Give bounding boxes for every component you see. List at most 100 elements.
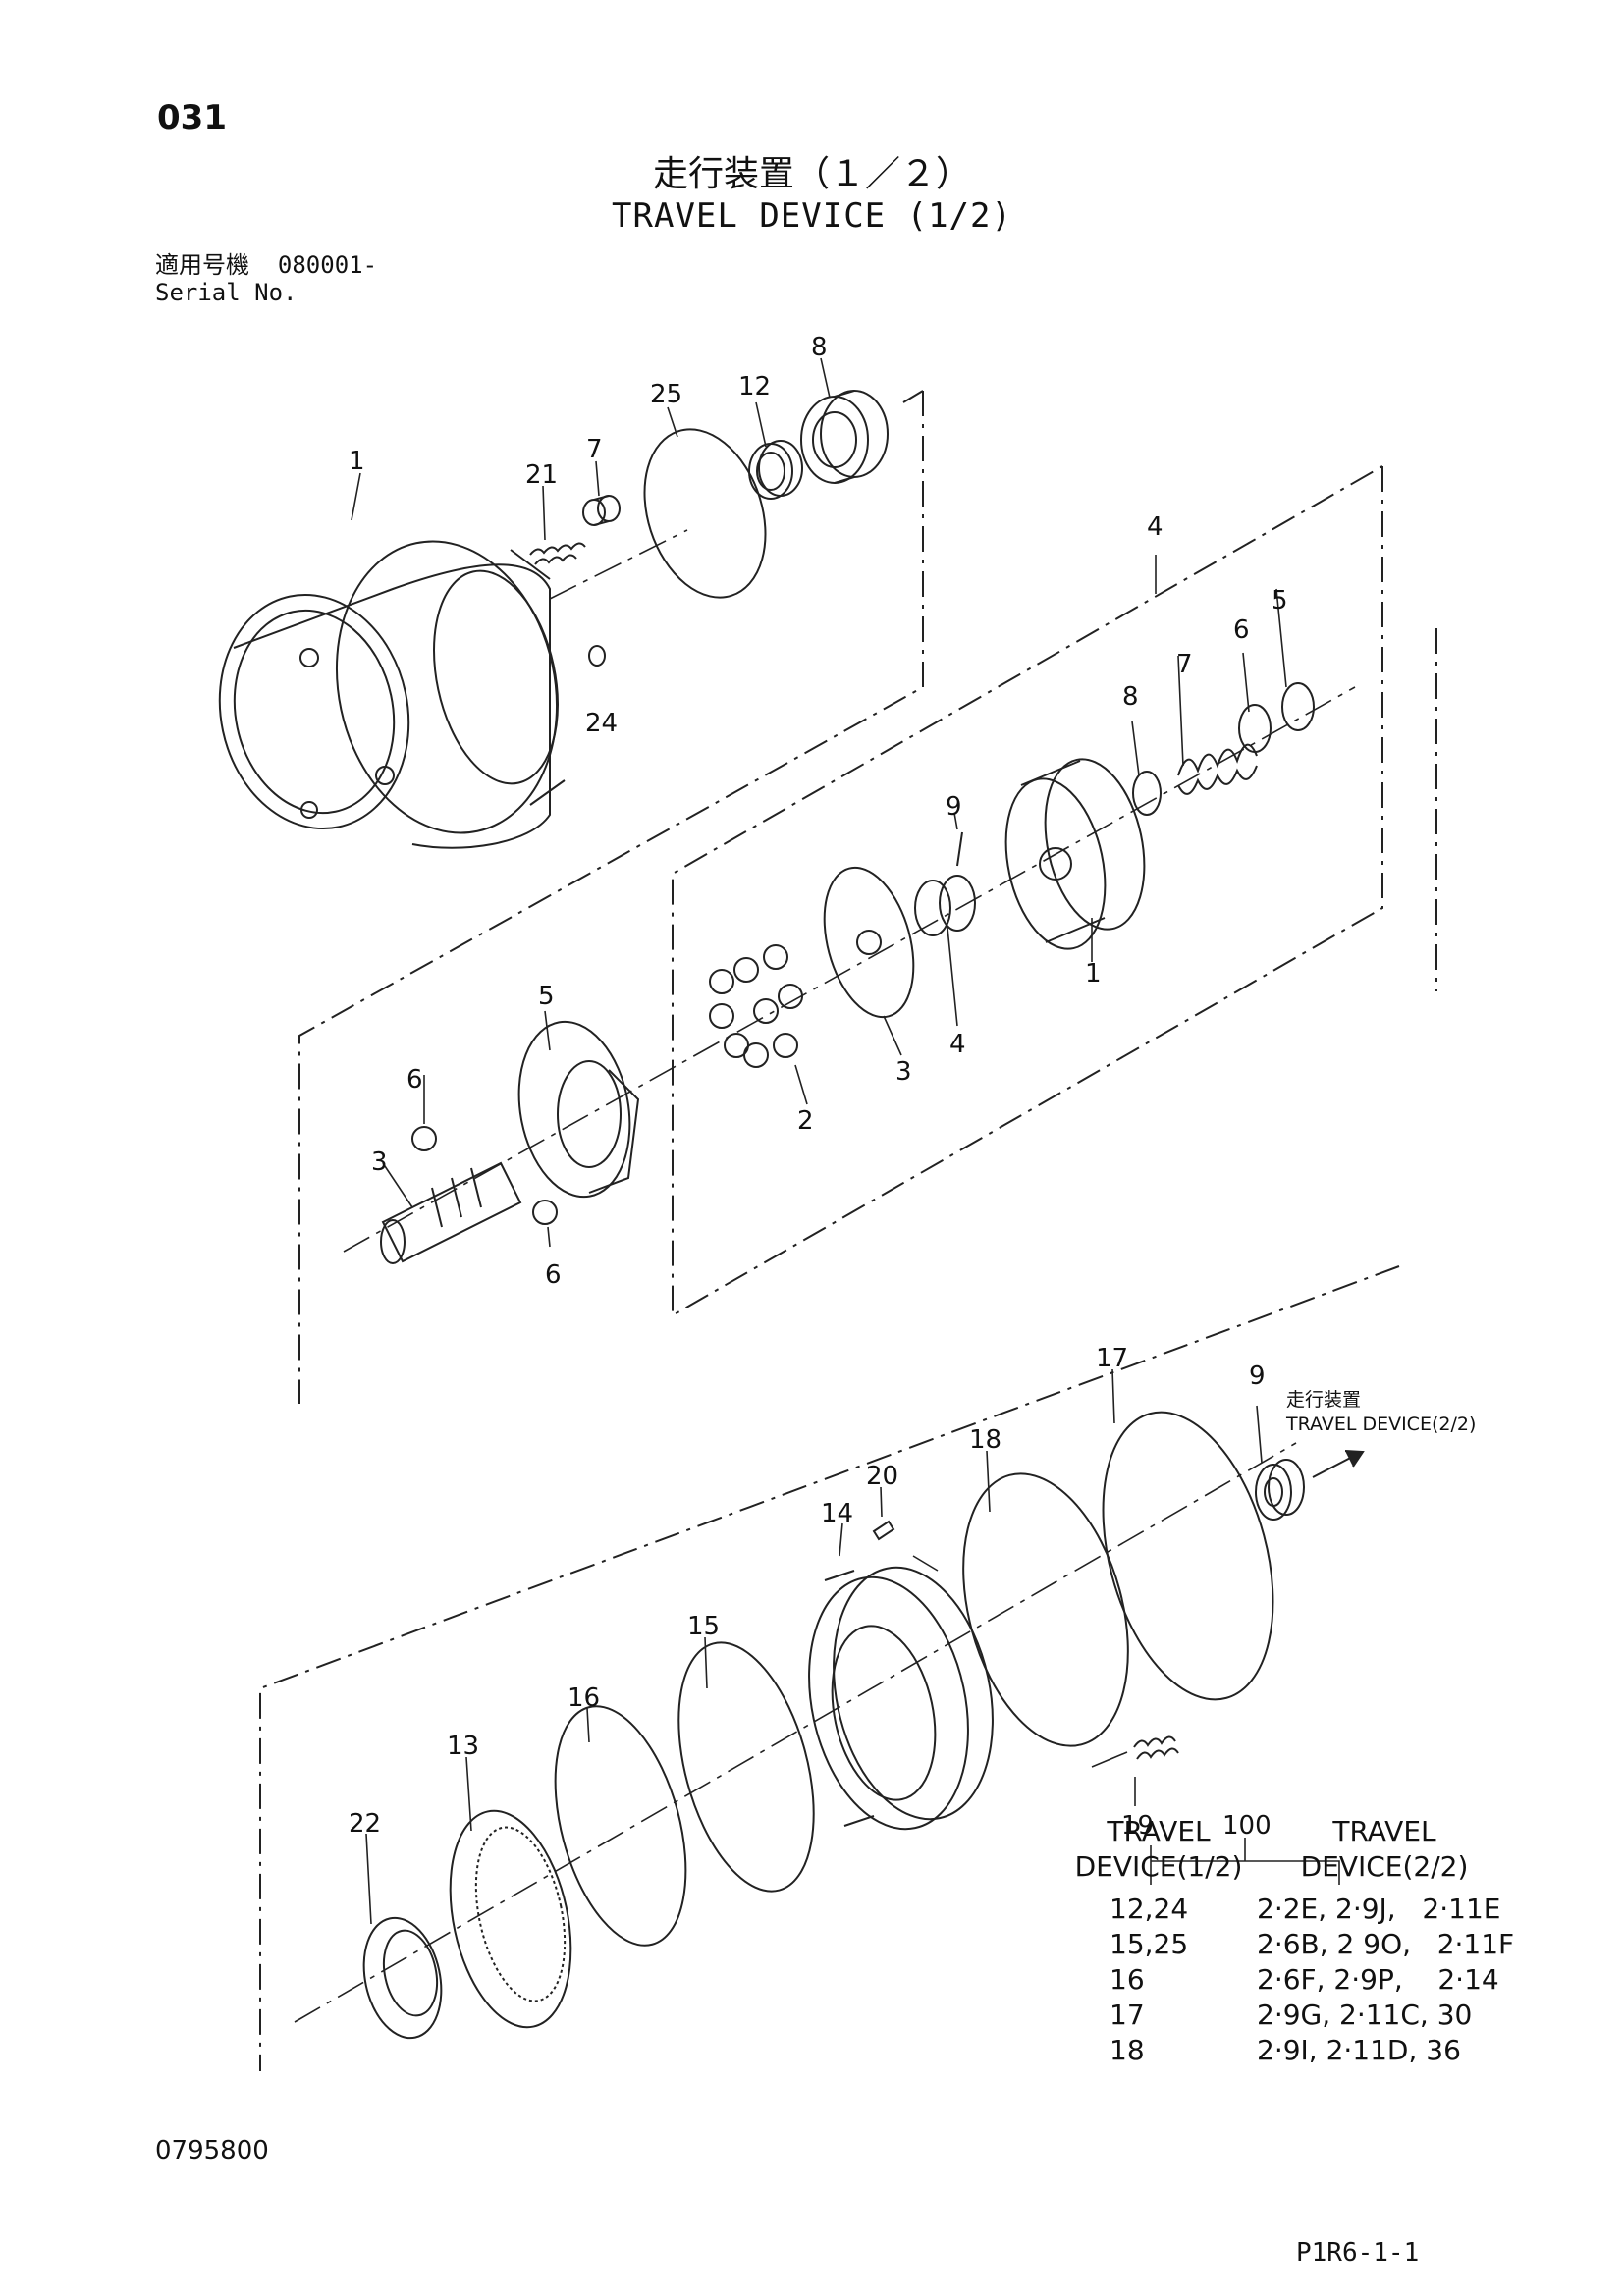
reference-table-header: TRAVEL DEVICE(1/2) TRAVEL DEVICE(2/2) [1070, 1814, 1502, 1893]
callout-5: 5 [1272, 586, 1288, 615]
ref-note-ja: 走行装置 [1286, 1389, 1361, 1411]
part-25-oring [643, 428, 767, 599]
callout-24: 24 [585, 709, 618, 738]
group-frame-lower [259, 1265, 1400, 2071]
title-japanese: 走行装置（１／２） [652, 154, 971, 194]
table-row: 15,25 2·6B, 2 9O, 2·11F [1070, 1928, 1514, 1963]
callout-20: 20 [866, 1462, 898, 1491]
part-17-oring [1102, 1411, 1274, 1701]
part-19-spring [1133, 1735, 1179, 1760]
ref-locations: 2·6F, 2·9P, 2·14 [1257, 1963, 1499, 1996]
figure-code: P1R6-1-1 [1296, 2238, 1420, 2268]
callout-4: 4 [1147, 512, 1164, 542]
callout-14: 14 [821, 1499, 853, 1528]
callout-16: 16 [568, 1683, 600, 1713]
callout-2: 2 [797, 1106, 814, 1136]
part-24-oring [588, 645, 606, 667]
ref-part-numbers: 15,25 [1110, 1928, 1189, 1960]
callout-3: 3 [895, 1057, 912, 1087]
table-row: 17 2·9G, 2·11C, 30 [1070, 1999, 1502, 2034]
part-7-plug [582, 495, 621, 526]
part-15-oring [677, 1641, 815, 1893]
callout-25: 25 [650, 380, 682, 409]
group-frame-upper [298, 390, 1437, 1404]
callout-6: 6 [545, 1260, 562, 1290]
ref-locations: 2·9G, 2·11C, 30 [1257, 1999, 1473, 2031]
part-6-ball-top [411, 1126, 437, 1151]
callout-7: 7 [586, 435, 603, 464]
part-12-seal [748, 440, 803, 500]
ref-locations: 2·6B, 2 9O, 2·11F [1257, 1928, 1515, 1960]
ref-part-numbers: 17 [1110, 1999, 1145, 2031]
part-4-bushing [914, 875, 976, 936]
callout-8: 8 [811, 333, 828, 362]
callout-9: 9 [946, 792, 962, 822]
part-1-housing [218, 540, 566, 849]
reference-table: TRAVEL DEVICE(1/2) TRAVEL DEVICE(2/2) 12… [1070, 1814, 1515, 2069]
part-22-plate [362, 1916, 443, 2040]
callout-labels: 1 21 7 25 12 8 24 4 5 6 7 8 9 1 4 3 2 5 … [349, 333, 1476, 1841]
callout-6: 6 [1233, 615, 1250, 645]
callout-8: 8 [1122, 682, 1139, 712]
serial-label-ja: 適用号機 [155, 251, 249, 279]
part-9-bearing-lower [1255, 1450, 1365, 1521]
ref-locations: 2·2E, 2·9J, 2·11E [1257, 1893, 1501, 1925]
callout-5: 5 [538, 982, 555, 1011]
callout-4: 4 [949, 1030, 966, 1059]
callout-18: 18 [969, 1425, 1001, 1455]
callout-13: 13 [447, 1732, 479, 1761]
part-13-friction-plate [449, 1809, 572, 2029]
axis-lines [294, 529, 1356, 2023]
callout-100: 100 [1222, 1811, 1272, 1841]
part-2-pistons [709, 944, 803, 1068]
part-14-piston [808, 1566, 994, 1831]
part-8-bearing-top [800, 390, 889, 484]
ref-col2-header: TRAVEL DEVICE(2/2) [1286, 1814, 1483, 1885]
table-row: 12,24 2·2E, 2·9J, 2·11E [1070, 1893, 1502, 1928]
part-8-ring [1132, 771, 1162, 816]
page-number: 031 [157, 98, 227, 137]
ref-col1-line2: DEVICE(1/2) [1074, 1850, 1243, 1883]
part-21-spring [529, 542, 586, 565]
part-3-shaft [380, 1161, 522, 1264]
part-5-swash-plate [517, 1020, 640, 1199]
ref-locations: 2·9I, 2·11D, 36 [1257, 2034, 1461, 2066]
ref-part-numbers: 12,24 [1110, 1893, 1189, 1925]
callout-12: 12 [738, 372, 771, 401]
part-20-pin [872, 1520, 895, 1541]
callout-1: 1 [349, 447, 365, 476]
callout-21: 21 [525, 460, 558, 490]
table-row: 16 2·6F, 2·9P, 2·14 [1070, 1963, 1502, 1999]
callout-3: 3 [371, 1148, 388, 1177]
serial-label-en: Serial No. [155, 279, 298, 306]
serial-block: 適用号機 080001- Serial No. [155, 251, 377, 306]
title-english: TRAVEL DEVICE (1/2) [612, 196, 1012, 236]
ref-col2-line2: DEVICE(2/2) [1300, 1850, 1469, 1883]
part-1-cylinder-block [1004, 758, 1146, 950]
callout-15: 15 [687, 1612, 720, 1641]
leader-lines-upper [351, 357, 1287, 1248]
serial-value: 080001- [277, 251, 378, 279]
part-9-pin [956, 831, 963, 867]
ref-part-numbers: 18 [1110, 2034, 1145, 2066]
part-16-backup-ring [554, 1705, 687, 1947]
callout-6: 6 [406, 1065, 423, 1095]
callout-7: 7 [1176, 650, 1193, 679]
callout-1: 1 [1085, 959, 1102, 988]
callout-9: 9 [1249, 1362, 1266, 1391]
ref-col1-header: TRAVEL DEVICE(1/2) [1070, 1814, 1247, 1885]
callout-17: 17 [1096, 1344, 1128, 1373]
leader-lines-lower [365, 1368, 1263, 1925]
callout-19: 19 [1121, 1811, 1154, 1841]
ref-part-numbers: 16 [1110, 1963, 1145, 1996]
ref-col1-line1: TRAVEL [1107, 1815, 1211, 1847]
part-5-snap-ring [1281, 682, 1315, 731]
callout-22: 22 [349, 1809, 381, 1839]
table-row: 18 2·9I, 2·11D, 36 [1070, 2034, 1502, 2069]
document-code: 0795800 [155, 2136, 269, 2165]
part-6-ball-bottom [532, 1200, 558, 1225]
ref-note-en: TRAVEL DEVICE(2/2) [1285, 1414, 1476, 1435]
part-7-spring [1177, 743, 1258, 795]
part-3-retainer-plate [823, 866, 915, 1019]
